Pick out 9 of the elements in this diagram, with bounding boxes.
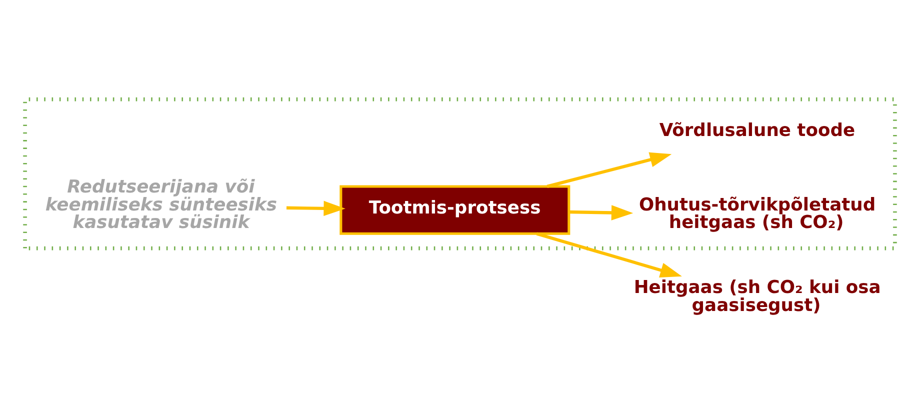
arrow	[286, 200, 346, 216]
cluster	[23, 97, 897, 250]
arrow	[546, 152, 672, 188]
node-text: Heitgaas (sh CO₂ kui osa gaasisegust)	[634, 277, 881, 316]
node-text: Ohutus-tõrvikpõletatud heitgaas (sh CO₂)	[638, 194, 876, 234]
arrow	[568, 205, 634, 220]
node-text: Võrdlusalune toode	[659, 120, 856, 141]
node-box: Tootmis-protsess	[340, 185, 570, 235]
node-text: Redutseerijana või keemiliseks sünteesiks kasutatav süsinik	[45, 176, 278, 234]
